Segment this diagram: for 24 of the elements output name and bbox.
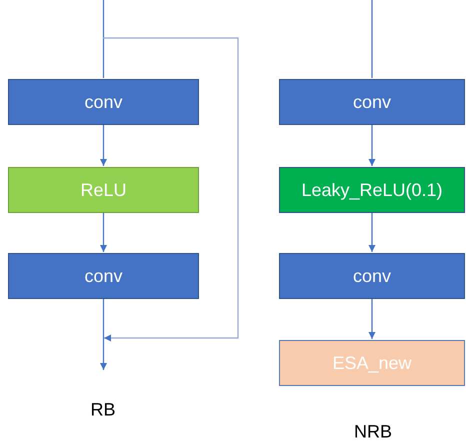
arrow bbox=[368, 125, 376, 166]
layer-name: conv bbox=[84, 90, 123, 114]
arrow bbox=[100, 213, 107, 252]
connector-line bbox=[102, 0, 104, 78]
layer-name: conv bbox=[352, 264, 392, 288]
attention-box bbox=[279, 340, 465, 386]
conv-layer-box bbox=[8, 253, 199, 299]
block-name: RB bbox=[90, 398, 116, 422]
arrow bbox=[368, 299, 376, 339]
conv-layer-box bbox=[8, 79, 199, 125]
arrow bbox=[100, 299, 107, 370]
layer-name: ESA_new bbox=[332, 352, 412, 374]
layer-name: conv bbox=[84, 264, 123, 288]
activation-box bbox=[279, 167, 465, 213]
connector-line bbox=[371, 0, 373, 78]
layer-name: conv bbox=[352, 90, 392, 114]
arrow bbox=[368, 213, 376, 252]
layer-name: Leaky_ReLU(0.1) bbox=[301, 178, 443, 202]
conv-layer-box bbox=[279, 79, 465, 125]
activation-box bbox=[8, 167, 199, 213]
conv-layer-box bbox=[279, 253, 465, 299]
layer-name: ReLU bbox=[80, 178, 127, 202]
block-name: NRB bbox=[354, 420, 392, 444]
arrow bbox=[100, 125, 107, 166]
